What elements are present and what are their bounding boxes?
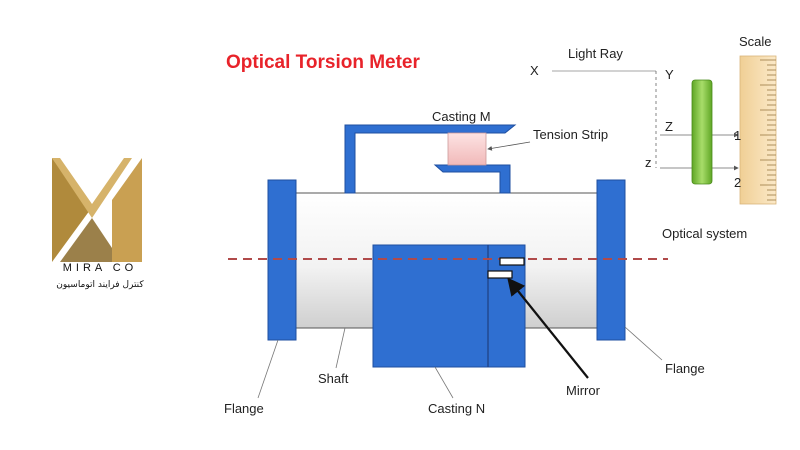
mirror-lower [487, 270, 513, 279]
optical-lens [691, 79, 713, 185]
label-tick-2: 2 [734, 175, 741, 190]
mira-logo: MIRA CO کنترل فرایند اتوماسیون [40, 150, 160, 300]
mira-logo-mark [52, 158, 142, 262]
label-optical-system: Optical system [662, 226, 747, 241]
logo-subtitle: کنترل فرایند اتوماسیون [56, 280, 144, 290]
label-casting-m: Casting M [432, 109, 491, 124]
label-tension-strip: Tension Strip [533, 127, 608, 142]
casting-m-lower-lip [433, 164, 511, 194]
casting-n-leader [434, 366, 454, 399]
label-shaft: Shaft [318, 371, 349, 386]
shaft-leader [335, 327, 346, 369]
mirror-upper [499, 257, 525, 266]
logo-name: MIRA CO [62, 262, 138, 274]
label-flange-left: Flange [224, 401, 264, 416]
mirror-pointer [507, 277, 589, 379]
flange-left-leader [257, 339, 279, 399]
tension-strip-pointer [487, 141, 531, 151]
casting-m-bracket [344, 124, 517, 194]
label-casting-n: Casting N [428, 401, 485, 416]
label-tick-1: 1 [734, 128, 741, 143]
scale-ticks [760, 59, 776, 201]
label-light-ray: Light Ray [568, 46, 623, 61]
label-scale: Scale [739, 34, 772, 49]
diagram-title: Optical Torsion Meter [226, 52, 421, 73]
label-x: X [530, 63, 539, 78]
label-flange-right: Flange [665, 361, 705, 376]
flange-right-leader [624, 326, 663, 361]
label-z-upper: Z [665, 119, 673, 134]
label-mirror: Mirror [566, 383, 601, 398]
label-y: Y [665, 67, 674, 82]
label-z-lower: z [645, 155, 652, 170]
tension-strip [447, 132, 487, 166]
